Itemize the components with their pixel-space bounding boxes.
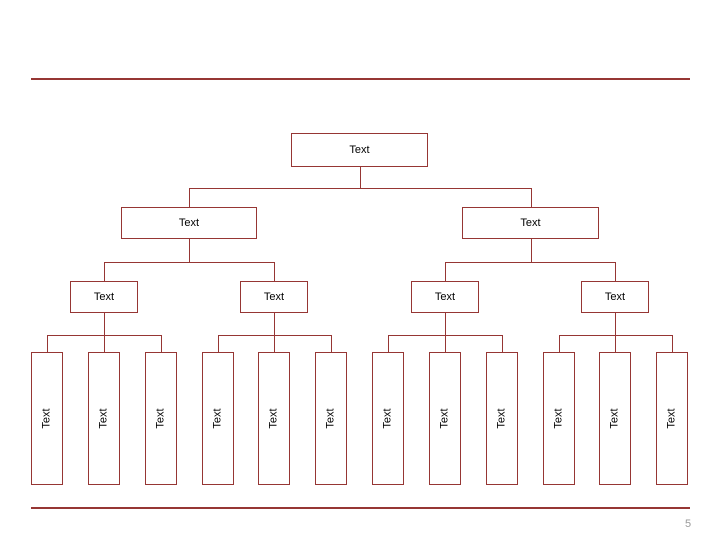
connector-drop <box>445 262 446 281</box>
tree-node-n3-6[interactable]: Text <box>372 352 404 485</box>
connector-drop <box>615 335 616 352</box>
tree-node-label: Text <box>434 290 456 303</box>
tree-node-n3-10[interactable]: Text <box>599 352 631 485</box>
connector-drop <box>331 335 332 352</box>
tree-node-label: Text <box>178 216 200 229</box>
tree-node-label: Text <box>495 408 508 429</box>
tree-node-label: Text <box>381 408 394 429</box>
tree-node-n3-8[interactable]: Text <box>486 352 518 485</box>
page-number: 5 <box>684 518 692 530</box>
tree-node-n0[interactable]: Text <box>291 133 428 167</box>
connector-drop <box>531 188 532 207</box>
connector-drop <box>672 335 673 352</box>
tree-node-label: Text <box>604 290 626 303</box>
connector-drop <box>47 335 48 352</box>
tree-node-label: Text <box>154 408 167 429</box>
tree-node-n3-11[interactable]: Text <box>656 352 688 485</box>
connector-drop <box>189 188 190 207</box>
tree-node-n2-2[interactable]: Text <box>411 281 479 313</box>
tree-node-n3-7[interactable]: Text <box>429 352 461 485</box>
tree-node-label: Text <box>665 408 678 429</box>
connector-drop <box>104 335 105 352</box>
connector-drop <box>388 335 389 352</box>
tree-node-n3-5[interactable]: Text <box>315 352 347 485</box>
connector-drop <box>161 335 162 352</box>
tree-node-label: Text <box>93 290 115 303</box>
tree-node-label: Text <box>40 408 53 429</box>
connector-bar <box>559 335 673 336</box>
tree-node-label: Text <box>608 408 621 429</box>
tree-node-n1-1[interactable]: Text <box>462 207 599 239</box>
connector-drop <box>218 335 219 352</box>
connector-drop <box>445 335 446 352</box>
tree-node-n2-3[interactable]: Text <box>581 281 649 313</box>
connector-bar <box>189 188 532 189</box>
connector-stem <box>274 313 275 335</box>
tree-node-label: Text <box>211 408 224 429</box>
connector-drop <box>274 335 275 352</box>
connector-drop <box>559 335 560 352</box>
connector-drop <box>104 262 105 281</box>
bottom-divider-rule <box>31 507 690 509</box>
connector-drop <box>502 335 503 352</box>
tree-node-label: Text <box>97 408 110 429</box>
tree-node-n1-0[interactable]: Text <box>121 207 257 239</box>
connector-bar <box>104 262 275 263</box>
connector-stem <box>531 239 532 262</box>
tree-node-n2-0[interactable]: Text <box>70 281 138 313</box>
connector-stem <box>189 239 190 262</box>
connector-bar <box>218 335 332 336</box>
connector-drop <box>615 262 616 281</box>
tree-node-label: Text <box>267 408 280 429</box>
connector-bar <box>445 262 616 263</box>
tree-node-n3-9[interactable]: Text <box>543 352 575 485</box>
top-divider-rule <box>31 78 690 80</box>
tree-node-label: Text <box>438 408 451 429</box>
connector-stem <box>445 313 446 335</box>
tree-node-n3-4[interactable]: Text <box>258 352 290 485</box>
tree-node-n3-2[interactable]: Text <box>145 352 177 485</box>
tree-node-n2-1[interactable]: Text <box>240 281 308 313</box>
tree-node-label: Text <box>552 408 565 429</box>
connector-stem <box>615 313 616 335</box>
connector-stem <box>104 313 105 335</box>
tree-node-n3-0[interactable]: Text <box>31 352 63 485</box>
connector-stem <box>360 167 361 188</box>
tree-node-n3-1[interactable]: Text <box>88 352 120 485</box>
tree-node-label: Text <box>349 143 370 156</box>
tree-node-label: Text <box>263 290 285 303</box>
tree-node-label: Text <box>520 216 541 229</box>
connector-drop <box>274 262 275 281</box>
tree-node-label: Text <box>324 408 337 429</box>
tree-node-n3-3[interactable]: Text <box>202 352 234 485</box>
